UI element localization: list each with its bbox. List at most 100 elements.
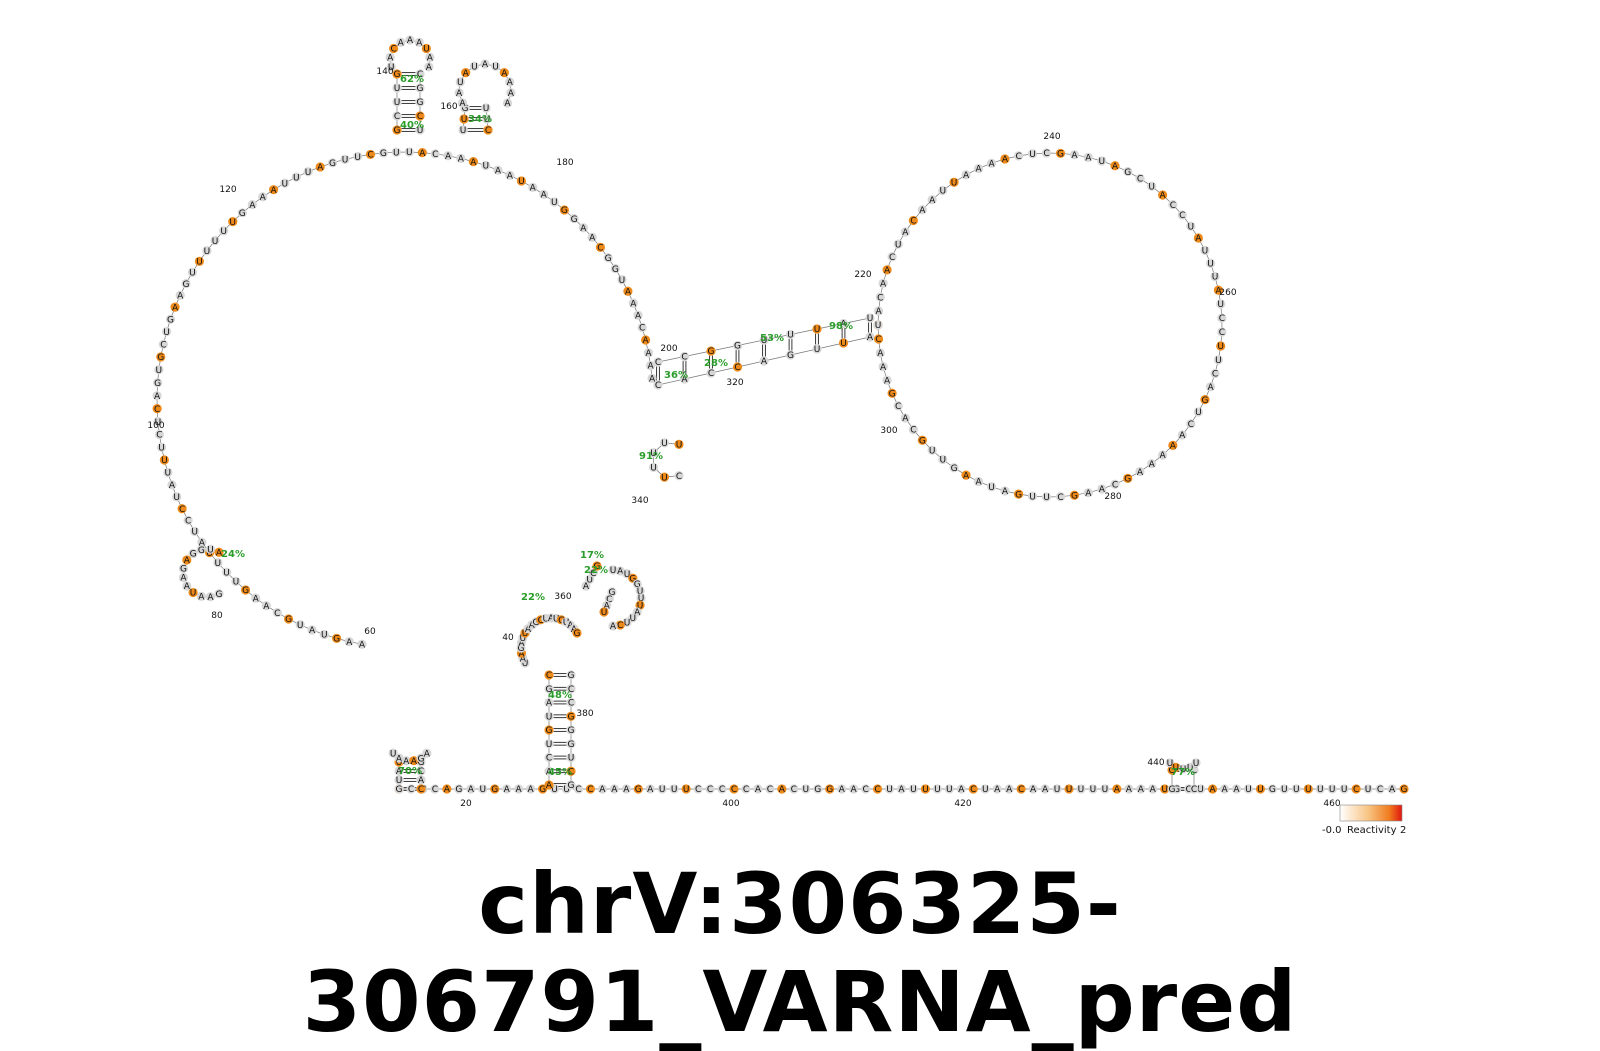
svg-text:C: C bbox=[1219, 314, 1225, 324]
svg-text:A: A bbox=[459, 99, 466, 109]
svg-text:G: G bbox=[568, 740, 575, 750]
nucleotide: A bbox=[167, 480, 177, 491]
svg-text:A: A bbox=[418, 776, 425, 786]
svg-text:G: G bbox=[1201, 396, 1208, 406]
svg-text:G: G bbox=[394, 70, 401, 80]
nucleotide: C bbox=[1217, 313, 1227, 324]
nucleotide: G bbox=[181, 278, 191, 290]
svg-text:G: G bbox=[889, 389, 896, 399]
svg-text:A: A bbox=[403, 757, 410, 767]
svg-text:C: C bbox=[179, 505, 185, 515]
svg-text:G: G bbox=[455, 785, 462, 795]
nucleotide: A bbox=[261, 601, 271, 612]
svg-text:C: C bbox=[538, 616, 544, 626]
svg-text:U: U bbox=[1317, 785, 1324, 795]
nucleotide: U bbox=[153, 417, 163, 428]
nucleotide: A bbox=[468, 157, 478, 168]
nucleotide: C bbox=[741, 784, 751, 795]
svg-text:G: G bbox=[826, 785, 833, 795]
svg-text:A: A bbox=[501, 69, 508, 79]
nucleotide: U bbox=[884, 784, 895, 795]
nucleotide: G bbox=[415, 97, 425, 108]
svg-text:A: A bbox=[260, 193, 267, 203]
svg-text:U: U bbox=[1148, 182, 1155, 192]
nucleotide: A bbox=[344, 637, 354, 648]
nucleotide: A bbox=[175, 290, 185, 301]
nucleotide: A bbox=[641, 335, 651, 346]
svg-text:C: C bbox=[568, 699, 574, 709]
nucleotide: A bbox=[1168, 440, 1178, 452]
nucleotide: U bbox=[838, 338, 849, 349]
svg-text:G: G bbox=[568, 671, 575, 681]
svg-text:A: A bbox=[346, 638, 353, 648]
svg-text:C: C bbox=[1185, 785, 1191, 795]
nucleotide: U bbox=[636, 593, 646, 604]
svg-text:A: A bbox=[317, 163, 324, 173]
svg-text:A: A bbox=[198, 593, 205, 603]
nucleotide: U bbox=[1315, 784, 1325, 795]
svg-text:A: A bbox=[445, 152, 452, 162]
svg-text:U: U bbox=[814, 325, 821, 335]
nucleotide: A bbox=[424, 62, 434, 73]
nucleotide: G bbox=[1200, 395, 1210, 406]
annotations: 2040608010012014016018020022024026028030… bbox=[147, 67, 1340, 809]
nucleotide: U bbox=[231, 576, 241, 588]
nucleotide: G bbox=[917, 435, 927, 446]
svg-text:G: G bbox=[1071, 491, 1078, 501]
svg-text:U: U bbox=[875, 321, 882, 331]
position-number: 20 bbox=[460, 799, 472, 809]
svg-text:G: G bbox=[951, 464, 958, 474]
nucleotide: U bbox=[391, 147, 401, 158]
svg-text:U: U bbox=[396, 776, 403, 786]
svg-text:U: U bbox=[867, 314, 874, 324]
nucleotide: C bbox=[653, 380, 663, 391]
nucleotide: A bbox=[609, 784, 619, 795]
svg-text:C: C bbox=[546, 671, 552, 681]
svg-text:A: A bbox=[880, 280, 887, 290]
svg-text:U: U bbox=[1090, 785, 1097, 795]
svg-text:G: G bbox=[814, 785, 821, 795]
svg-text:U: U bbox=[1099, 157, 1106, 167]
nucleotide: C bbox=[765, 784, 775, 795]
svg-text:A: A bbox=[169, 481, 176, 491]
nucleotide: A bbox=[900, 413, 910, 424]
nucleotide: A bbox=[394, 753, 404, 764]
svg-text:U: U bbox=[939, 187, 946, 197]
svg-text:U: U bbox=[1029, 150, 1036, 160]
svg-text:A: A bbox=[1207, 383, 1214, 393]
nucleotide: U bbox=[455, 77, 465, 88]
nucleotide: C bbox=[566, 684, 576, 695]
nucleotide: G bbox=[592, 561, 602, 572]
nucleotide: U bbox=[544, 711, 554, 722]
nucleotide: A bbox=[357, 639, 367, 650]
svg-text:A: A bbox=[580, 224, 587, 234]
svg-text:G: G bbox=[546, 685, 553, 695]
svg-text:A: A bbox=[1160, 191, 1167, 201]
nucleotide: A bbox=[396, 37, 406, 48]
nucleotide: A bbox=[502, 98, 513, 109]
svg-text:U: U bbox=[281, 179, 288, 189]
svg-text:A: A bbox=[508, 89, 515, 99]
svg-text:U: U bbox=[520, 634, 527, 644]
nucleotide: C bbox=[1016, 784, 1026, 795]
nucleotide: G bbox=[327, 158, 338, 169]
nucleotide: U bbox=[1196, 784, 1206, 795]
nucleotide: G bbox=[392, 125, 402, 136]
svg-text:A: A bbox=[520, 654, 527, 664]
svg-text:U: U bbox=[1215, 356, 1222, 366]
nucleotide: C bbox=[416, 784, 426, 795]
svg-text:G: G bbox=[605, 254, 612, 264]
svg-text:U: U bbox=[212, 237, 219, 247]
nucleotide: C bbox=[887, 252, 897, 263]
nucleotide: C bbox=[1055, 492, 1066, 503]
pair-probability: 77% bbox=[1171, 767, 1195, 778]
nucleotide: A bbox=[927, 195, 937, 206]
svg-text:U: U bbox=[934, 785, 941, 795]
legend-max-label: 2 bbox=[1400, 825, 1406, 836]
svg-text:U: U bbox=[1167, 759, 1174, 769]
nucleotide: G bbox=[569, 214, 579, 225]
nucleotide: A bbox=[409, 756, 419, 767]
svg-text:A: A bbox=[207, 593, 214, 603]
svg-text:C: C bbox=[1170, 201, 1176, 211]
svg-text:A: A bbox=[458, 155, 465, 165]
